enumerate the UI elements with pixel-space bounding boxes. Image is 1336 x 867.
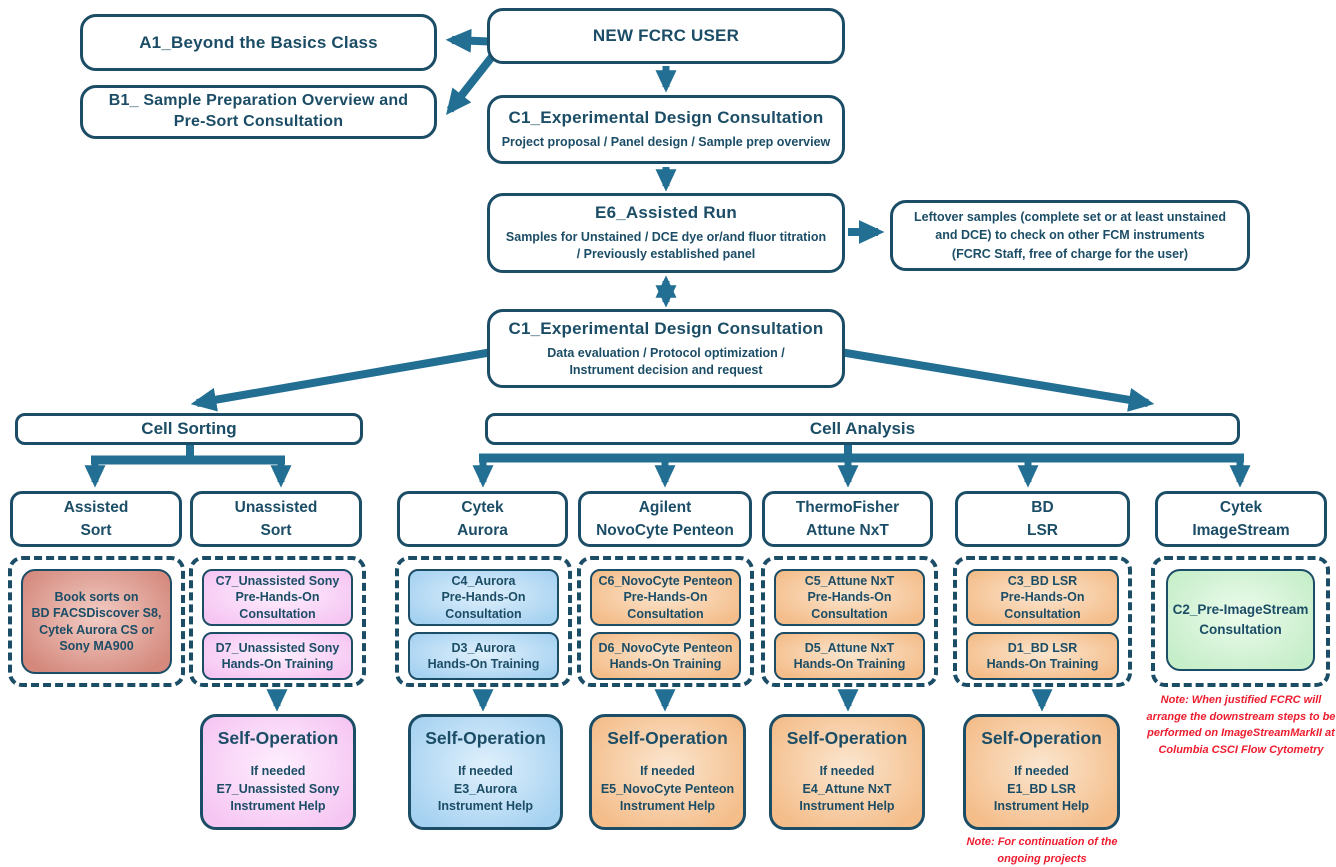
node-c1-first: C1_Experimental Design Consultation Proj… [487, 95, 845, 164]
node-c1-second: C1_Experimental Design Consultation Data… [487, 309, 845, 388]
note-bd-lsr: Note: For continuation of the ongoing pr… [953, 834, 1131, 867]
note-imagestream-label: Note: [1160, 694, 1189, 706]
node-e6-title: E6_Assisted Run [595, 203, 737, 223]
node-a1-title: A1_Beyond the Basics Class [139, 32, 378, 52]
node-c1-second-title: C1_Experimental Design Consultation [508, 318, 824, 338]
node-e6-subtitle: Samples for Unstained / DCE dye or/and f… [505, 230, 827, 261]
node-new-fcrc-user: NEW FCRC USER [487, 8, 845, 64]
note-bd-lsr-text: For continuation of the ongoing projects [994, 836, 1118, 865]
node-c1-first-title: C1_Experimental Design Consultation [508, 108, 824, 128]
selfop-aurora-title: Self-Operation [425, 728, 546, 749]
node-e6-assisted-run: E6_Assisted Run Samples for Unstained / … [487, 193, 845, 273]
node-leftover-samples: Leftover samples (complete set or at lea… [890, 200, 1250, 271]
selfop-unassisted-title: Self-Operation [217, 728, 339, 749]
node-c1-second-subtitle: Data evaluation / Protocol optimization … [547, 345, 785, 377]
note-imagestream-text: When justified FCRC will arrange the dow… [1146, 694, 1336, 756]
selfop-bd-lsr-title: Self-Operation [981, 728, 1102, 749]
note-bd-lsr-label: Note: [966, 836, 995, 848]
node-leftover-text: Leftover samples (complete set or at lea… [914, 210, 1226, 261]
selfop-novocyte-title: Self-Operation [607, 728, 728, 749]
node-cell-analysis: Cell Analysis [485, 413, 1240, 445]
selfop-attune-title: Self-Operation [786, 728, 908, 749]
node-cell-sorting: Cell Sorting [15, 413, 363, 445]
note-imagestream: Note: When justified FCRC will arrange t… [1146, 692, 1336, 758]
node-c1-first-subtitle: Project proposal / Panel design / Sample… [501, 135, 831, 150]
cell-sorting-label: Cell Sorting [141, 419, 237, 438]
node-a1-beyond-basics: A1_Beyond the Basics Class [80, 14, 437, 71]
node-new-user-title: NEW FCRC USER [592, 26, 740, 45]
cell-analysis-label: Cell Analysis [809, 419, 916, 438]
